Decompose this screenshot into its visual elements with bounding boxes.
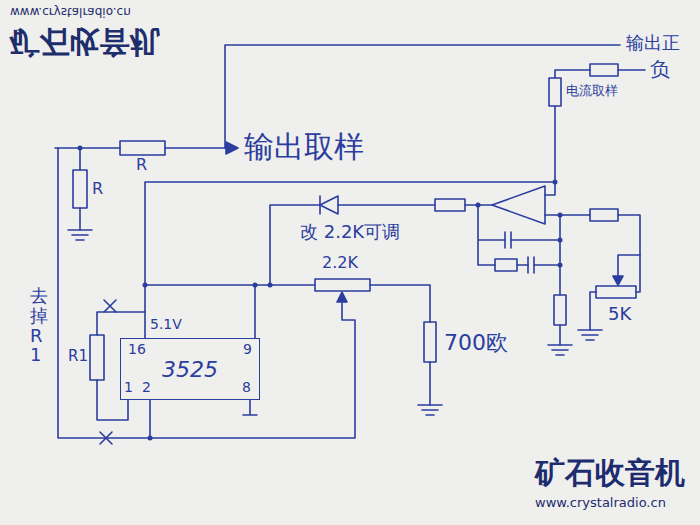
output-sample-label: 输出取样: [244, 130, 364, 165]
ground-symbol: [68, 230, 92, 240]
wire: [370, 285, 430, 405]
wire: [149, 400, 151, 438]
junction-dot: [148, 436, 153, 441]
resistor-value: 700欧: [444, 330, 508, 355]
junction-dot: [78, 146, 83, 151]
resistor-symbol: [590, 64, 618, 76]
note-text: 改 2.2K可调: [300, 222, 400, 243]
resistor-symbol: [435, 199, 465, 211]
ground-symbol: [548, 345, 572, 355]
junction-dot: [143, 283, 148, 288]
watermark-url: www.crystalradio.cn: [10, 4, 131, 18]
potentiometer-symbol: [315, 279, 370, 291]
resistor-symbol: [554, 295, 566, 325]
junction-dot: [558, 213, 563, 218]
junction-dot: [558, 263, 563, 268]
resistor-symbol: [549, 78, 561, 106]
resistor-symbol: [90, 335, 104, 380]
wire: [97, 380, 128, 420]
wire: [338, 204, 492, 206]
output-positive-label: 输出正: [626, 33, 680, 54]
wiper-arrow: [613, 276, 623, 285]
cross-mark: [100, 432, 112, 444]
resistor-label: R1: [68, 348, 88, 365]
diode-symbol: [319, 196, 321, 214]
pin-number: 8: [242, 379, 251, 395]
wire: [58, 148, 355, 438]
pin-number: 2: [142, 379, 151, 395]
opamp-symbol: [492, 186, 545, 224]
wire: [560, 215, 640, 292]
wire: [590, 292, 596, 330]
ic-box: 3525: [120, 338, 260, 400]
ground-symbol: [578, 330, 602, 340]
voltage-label: 5.1V: [150, 316, 182, 332]
output-negative-label: 负: [650, 58, 670, 81]
resistor-label: R: [92, 180, 103, 198]
junction-dot: [553, 180, 558, 185]
watermark-url: www.crystalradio.cn: [535, 496, 666, 511]
pin-number: 1: [124, 379, 133, 395]
wiper-arrow: [337, 292, 347, 302]
potentiometer-symbol: [596, 286, 636, 298]
arrowhead: [226, 142, 238, 154]
junction-dot: [268, 283, 273, 288]
resistor-symbol: [590, 209, 618, 221]
resistor-symbol: [120, 141, 165, 155]
watermark: 矿石收音机: [535, 456, 685, 491]
junction-dot: [253, 283, 258, 288]
pot-value: 5K: [608, 304, 631, 325]
cross-mark: [104, 300, 116, 312]
watermark: 矿石收音机: [10, 24, 160, 59]
junction-dot: [558, 238, 563, 243]
resistor-symbol: [495, 259, 517, 271]
wire: [145, 285, 315, 338]
wire: [79, 148, 81, 230]
resistor-symbol: [424, 322, 436, 362]
pot-value: 2.2K: [322, 254, 358, 272]
wire: [618, 255, 640, 277]
note-text: 去掉R1: [30, 286, 48, 365]
pin-number: 9: [243, 341, 252, 357]
diode-symbol: [320, 196, 338, 214]
junction-dot: [476, 203, 481, 208]
resistor-symbol: [73, 170, 87, 208]
wire: [478, 205, 560, 265]
ground-symbol: [418, 405, 442, 415]
wire: [145, 182, 555, 338]
wire: [243, 400, 257, 415]
current-sense-label: 电流取样: [566, 84, 618, 99]
capacitor-symbol: [505, 232, 534, 273]
chip-name: 3525: [162, 357, 218, 382]
pin-number: 16: [128, 341, 146, 357]
wire: [97, 312, 145, 335]
wire: [270, 205, 320, 285]
resistor-label: R: [136, 156, 147, 174]
